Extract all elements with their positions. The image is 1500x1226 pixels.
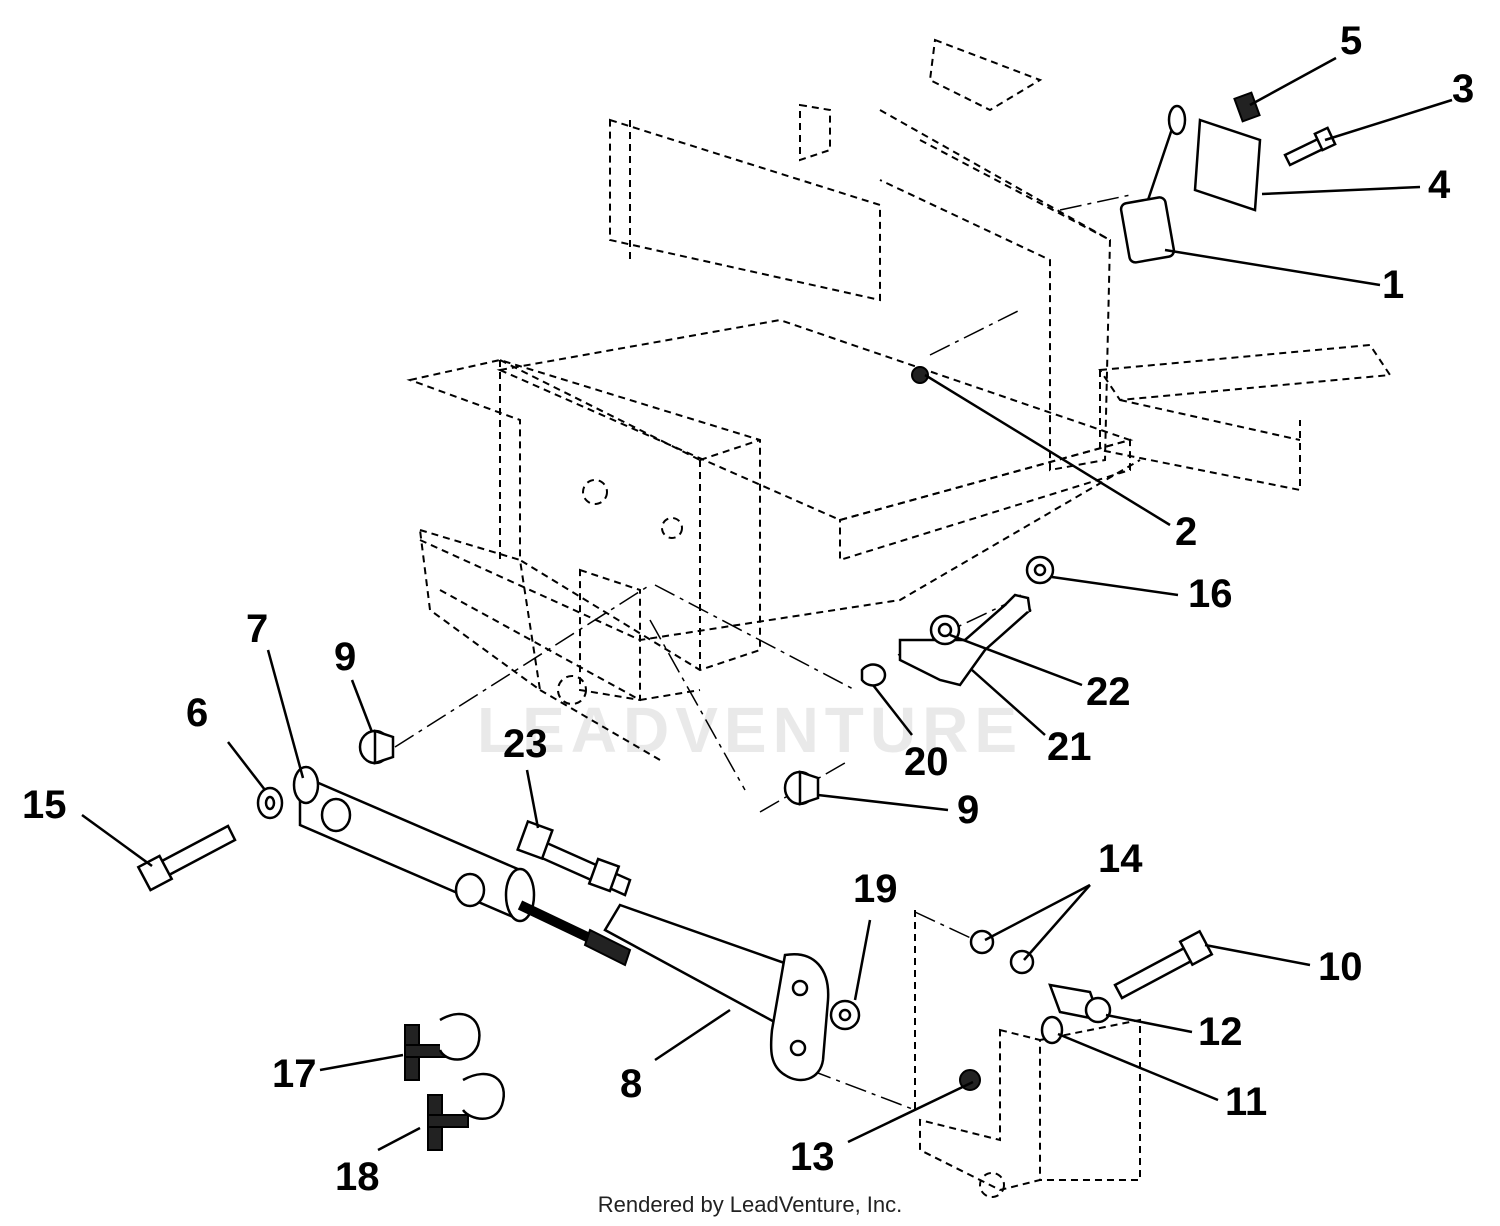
callout-leaders bbox=[81, 56, 1453, 1152]
part-10-bolt bbox=[1113, 929, 1214, 1000]
part-4-plate bbox=[1193, 118, 1262, 212]
part-18-clip bbox=[427, 1072, 505, 1151]
part-22-bushing bbox=[929, 614, 961, 646]
callout-6: 6 bbox=[186, 691, 208, 735]
part-15-bolt bbox=[136, 824, 237, 892]
watermark-text: LEADVENTURE bbox=[477, 694, 1023, 766]
part-11-washer bbox=[1040, 1015, 1064, 1045]
callout-20: 20 bbox=[904, 740, 949, 784]
callout-1: 1 bbox=[1382, 263, 1404, 307]
part-19-nut bbox=[829, 999, 861, 1031]
part-16-nut bbox=[1025, 555, 1055, 585]
part-7-cylinder bbox=[292, 765, 632, 967]
part-23-bolt bbox=[516, 819, 632, 897]
footer-credit: Rendered by LeadVenture, Inc. bbox=[597, 1192, 903, 1217]
callout-4: 4 bbox=[1428, 163, 1451, 207]
part-6-washer bbox=[256, 786, 284, 820]
part-17-clip bbox=[404, 1012, 481, 1081]
callout-3: 3 bbox=[1452, 67, 1474, 111]
callout-labels: 1 2 3 4 5 6 7 8 9 9 10 11 12 13 14 15 16… bbox=[22, 19, 1474, 1199]
frame-outline bbox=[406, 38, 1392, 1198]
part-3-screw bbox=[1283, 126, 1337, 167]
callout-15: 15 bbox=[22, 783, 67, 827]
callout-23: 23 bbox=[503, 722, 548, 766]
part-1-switch bbox=[1119, 104, 1187, 264]
callout-19: 19 bbox=[853, 867, 898, 911]
callout-14: 14 bbox=[1098, 837, 1143, 881]
callout-2: 2 bbox=[1175, 510, 1197, 554]
part-12-rod-end bbox=[1048, 983, 1112, 1024]
part-14-nuts bbox=[969, 929, 1035, 975]
part-5-screw bbox=[1233, 91, 1261, 123]
callout-7: 7 bbox=[246, 607, 268, 651]
callout-16: 16 bbox=[1188, 572, 1233, 616]
callout-11: 11 bbox=[1225, 1080, 1267, 1124]
part-20-clip bbox=[860, 663, 887, 687]
callout-8: 8 bbox=[620, 1062, 642, 1106]
callout-18: 18 bbox=[335, 1155, 380, 1199]
part-8-rod bbox=[603, 903, 830, 1082]
callout-17: 17 bbox=[272, 1052, 317, 1096]
callout-10: 10 bbox=[1318, 945, 1363, 989]
callout-9-upper: 9 bbox=[334, 635, 356, 679]
callout-13: 13 bbox=[790, 1135, 835, 1179]
callout-12: 12 bbox=[1198, 1010, 1243, 1054]
callout-9-lower: 9 bbox=[957, 788, 979, 832]
callout-21: 21 bbox=[1047, 725, 1092, 769]
part-9-spacer-upper bbox=[358, 729, 395, 765]
callout-5: 5 bbox=[1340, 19, 1362, 63]
part-2-nut bbox=[911, 366, 929, 384]
part-9-spacer-lower bbox=[783, 770, 820, 806]
callout-22: 22 bbox=[1086, 670, 1131, 714]
